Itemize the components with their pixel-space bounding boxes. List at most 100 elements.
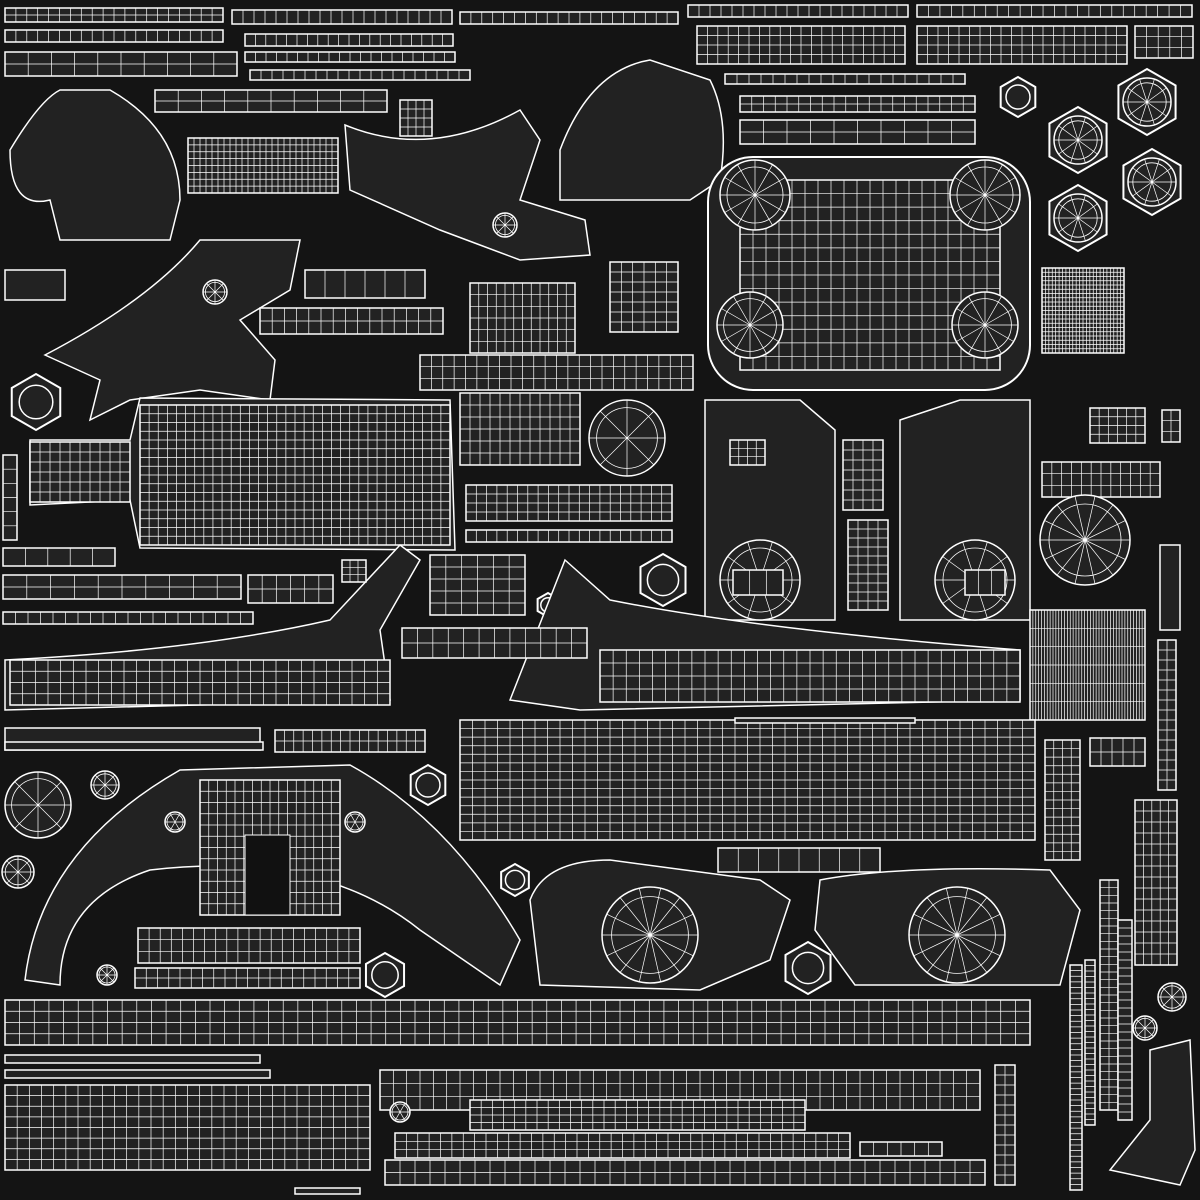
grid-lines: [275, 730, 425, 752]
grid-lines: [1135, 800, 1177, 965]
grid-lines: [600, 650, 1020, 702]
grid-lines: [135, 968, 360, 988]
circle-spokes: [1040, 496, 1130, 584]
wing-island: [43, 239, 301, 422]
grid-lines: [138, 928, 360, 963]
grid-lines: [1030, 610, 1145, 720]
circle-spokes: [950, 160, 1020, 230]
grid-island: [1134, 25, 1194, 59]
hex-nut-hole: [18, 384, 54, 420]
circle-spokes: [589, 400, 665, 476]
hex-nut-island: [10, 372, 62, 432]
hex-nut-hole: [415, 772, 441, 798]
grid-lines: [342, 560, 366, 582]
hex-nut-island: [364, 951, 406, 999]
arch-island: [24, 764, 521, 987]
grid-lines: [1042, 462, 1160, 497]
circle-spokes: [720, 160, 790, 230]
hex-nut-island: [500, 862, 530, 898]
circle-spokes: [165, 813, 185, 831]
arch-window: [244, 834, 291, 916]
circle-spokes: [390, 1103, 410, 1121]
grid-lines: [420, 355, 693, 390]
hex-nut-island: [999, 75, 1037, 119]
grid-lines: [5, 1085, 370, 1170]
grid-island: [4, 1069, 271, 1079]
grid-lines: [260, 308, 443, 334]
circle-spokes: [91, 771, 119, 799]
grid-lines: [400, 100, 432, 136]
grid-lines: [1090, 408, 1145, 443]
wing-island: [344, 109, 591, 261]
grid-lines: [242, 10, 442, 24]
grid-lines: [188, 138, 338, 193]
grid-island: [4, 741, 264, 751]
grid-lines: [1070, 970, 1082, 1185]
hex-nut-hole: [504, 869, 526, 891]
grid-lines: [10, 660, 390, 705]
circle-spokes: [1054, 117, 1102, 163]
circle-spokes: [1133, 1016, 1157, 1040]
grid-lines: [402, 628, 587, 658]
grid-lines: [697, 26, 905, 64]
grid-lines: [466, 485, 672, 521]
grid-lines: [460, 393, 580, 465]
grid-lines: [740, 96, 975, 112]
grid-lines: [260, 70, 460, 80]
circle-spokes: [717, 292, 783, 358]
hex-nut-hole: [791, 951, 825, 985]
grid-lines: [848, 520, 888, 610]
grid-lines: [3, 575, 241, 599]
grid-island: [2, 547, 116, 567]
grid-lines: [3, 468, 17, 527]
grid-lines: [749, 570, 767, 595]
circle-spokes: [203, 280, 227, 304]
handle-island: [9, 89, 181, 241]
grid-island: [341, 559, 367, 583]
hex-nut-island: [639, 552, 687, 608]
grid-lines: [5, 8, 223, 22]
circle-spokes: [345, 813, 365, 831]
grid-lines: [1045, 740, 1080, 860]
circle-spokes: [1054, 195, 1102, 241]
circle-spokes: [493, 213, 517, 237]
grid-lines: [917, 26, 1127, 64]
grid-island: [1134, 799, 1178, 966]
grid-lines: [1085, 965, 1095, 1120]
grid-lines: [460, 720, 1035, 840]
grid-lines: [5, 1000, 1030, 1045]
hex-nut-island: [784, 940, 832, 996]
circle-spokes: [5, 772, 71, 838]
grid-lines: [698, 5, 898, 17]
grid-lines: [740, 120, 975, 144]
grid-lines: [1100, 880, 1118, 1110]
grid-lines: [1042, 268, 1124, 353]
grid-lines: [1118, 927, 1132, 1113]
grid-lines: [155, 90, 387, 112]
grid-island: [734, 717, 916, 724]
grid-lines: [380, 1070, 980, 1110]
grid-lines: [1158, 640, 1176, 790]
grid-lines: [737, 848, 861, 872]
grid-lines: [15, 30, 213, 42]
grid-lines: [324, 270, 406, 298]
grid-lines: [395, 1133, 850, 1158]
grid-lines: [740, 180, 1000, 370]
grid-lines: [470, 12, 668, 24]
grid-lines: [255, 34, 443, 46]
grid-lines: [470, 283, 575, 353]
circle-spokes: [909, 888, 1005, 982]
grid-island: [732, 569, 784, 596]
grid-lines: [248, 575, 333, 603]
grid-lines: [1135, 26, 1193, 58]
circle-spokes: [602, 888, 698, 982]
circle-spokes: [1123, 79, 1171, 125]
grid-lines: [1162, 410, 1180, 442]
grid-island: [4, 269, 66, 301]
circle-spokes: [97, 965, 117, 985]
grid-lines: [430, 555, 525, 615]
grid-lines: [928, 5, 1181, 17]
grid-lines: [610, 262, 678, 332]
circle-spokes: [952, 292, 1018, 358]
